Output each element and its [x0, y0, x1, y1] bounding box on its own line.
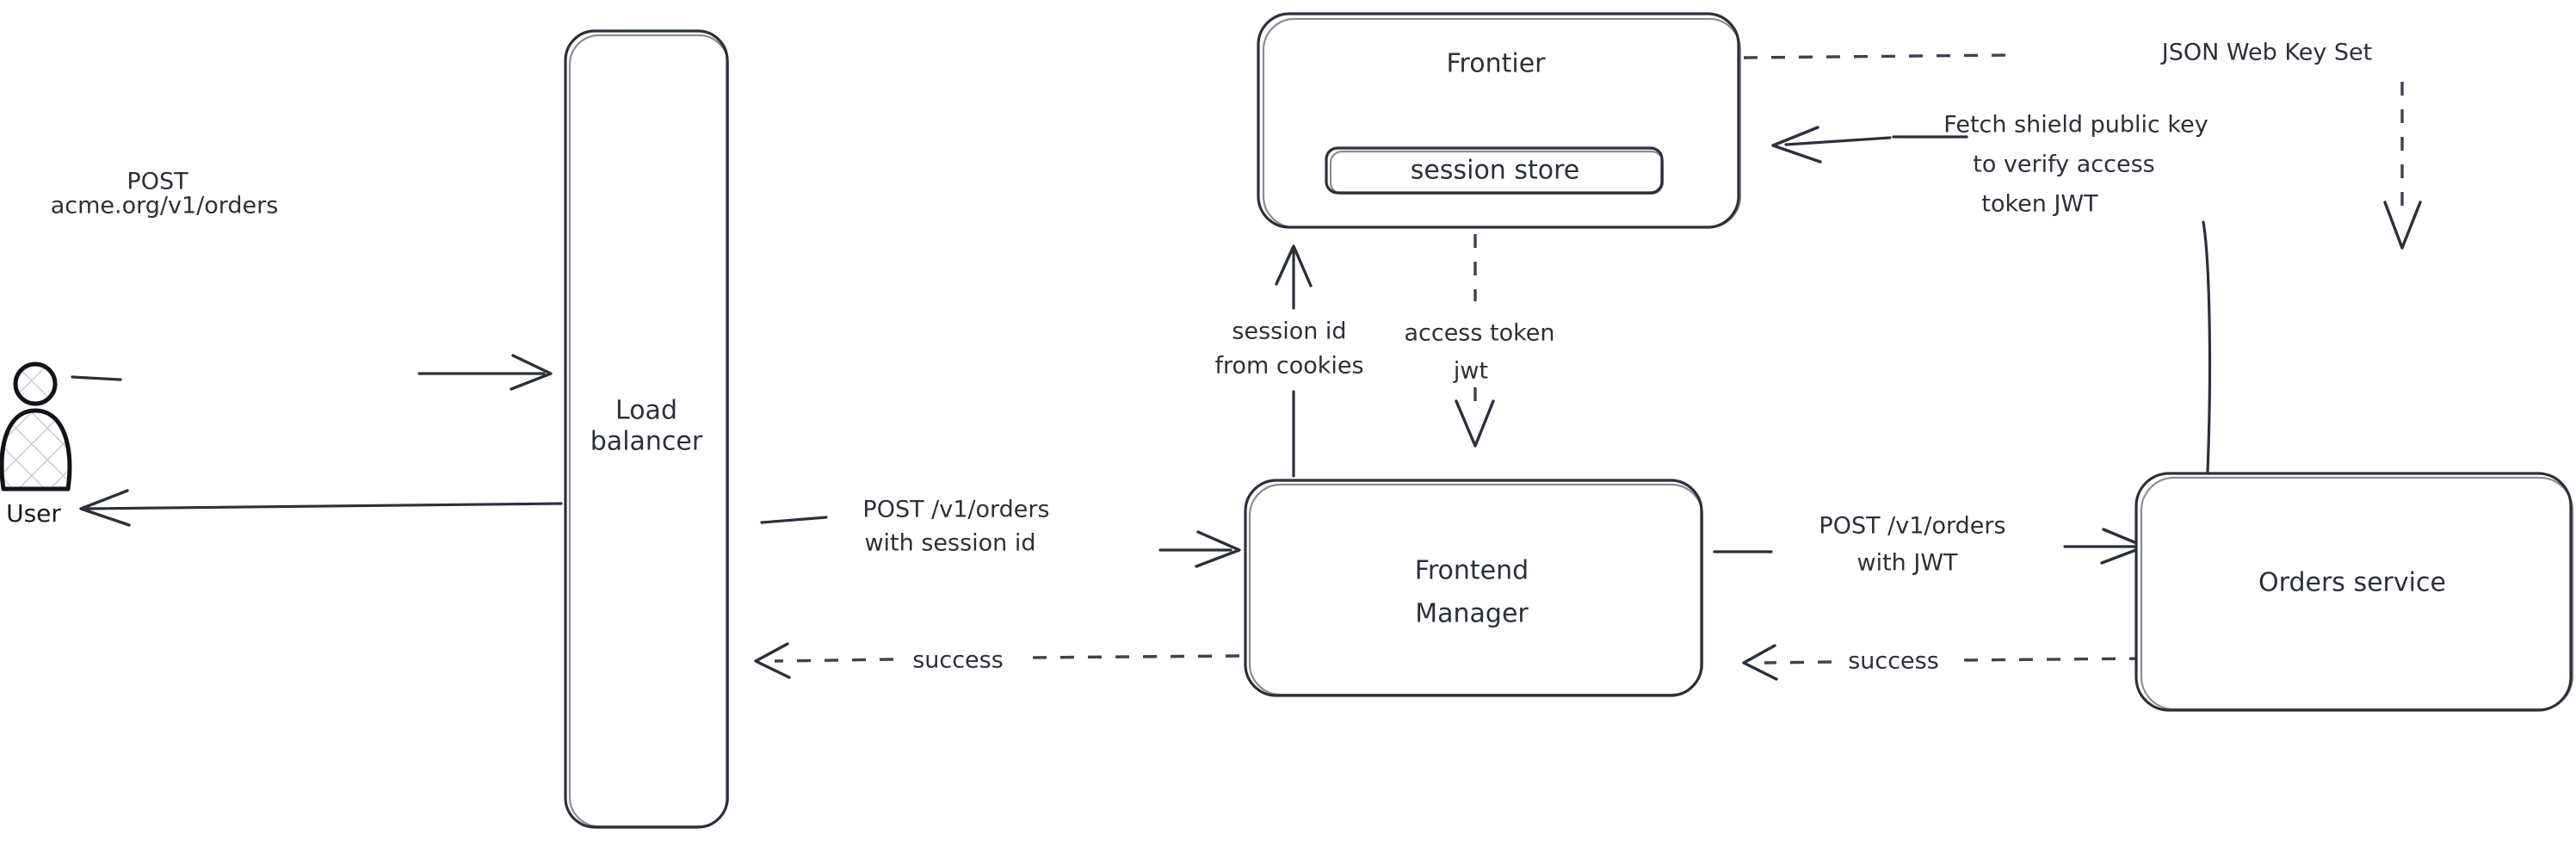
node-frontier-sketch-outline	[1262, 17, 1742, 229]
node-frontend-manager[interactable]: Frontend Manager	[1244, 479, 1704, 697]
edge-fm-to-frontier: session id from cookies	[1214, 244, 1364, 478]
edge-orders-to-frontier-label-line3: token JWT	[1981, 191, 2098, 218]
node-frontend-manager-label-line1: Frontend	[1415, 556, 1529, 586]
node-frontier-label: Frontier	[1446, 49, 1546, 79]
edge-orders-to-fm-success-arrowhead	[1742, 644, 1778, 681]
node-frontier-shape	[1257, 12, 1740, 229]
node-load-balancer-label-line1: Load	[615, 396, 677, 426]
edge-user-to-lb-line	[71, 375, 122, 381]
edge-orders-to-frontier-label-line2: to verify access	[1973, 151, 2154, 178]
node-frontend-manager-shape	[1244, 479, 1703, 697]
edge-orders-to-frontier: Fetch shield public key to verify access…	[1771, 112, 2212, 473]
edge-lb-to-fm: POST /v1/orders with session id	[760, 497, 1241, 568]
node-frontend-manager-label-line2: Manager	[1415, 599, 1529, 629]
edge-fm-to-orders-label-line2: with JWT	[1856, 550, 1958, 577]
node-session-store-label: session store	[1411, 156, 1579, 186]
edge-lb-to-fm-label-line2: with session id	[864, 530, 1035, 557]
edge-orders-to-frontier-curve	[2202, 220, 2212, 473]
node-load-balancer-sketch-outline	[568, 34, 730, 828]
edge-fm-to-lb-success-line-right	[1020, 654, 1240, 659]
edge-orders-to-frontier-label-line1: Fetch shield public key	[1943, 112, 2208, 139]
edge-frontier-to-fm-label-line1: access token	[1404, 320, 1554, 347]
edge-user-to-lb-label-line2: acme.org/v1/orders	[51, 193, 279, 219]
node-frontier[interactable]: Frontier session store	[1257, 12, 1742, 229]
edge-fm-to-frontier-label-line1: session id	[1232, 318, 1346, 345]
edge-fm-to-frontier-arrowhead	[1275, 244, 1313, 287]
person-icon-body	[0, 408, 72, 492]
edge-user-to-lb: POST acme.org/v1/orders	[51, 169, 553, 391]
node-orders-service-label: Orders service	[2258, 568, 2446, 598]
edge-orders-to-fm-success-label: success	[1848, 648, 1939, 675]
edge-orders-to-fm-success-line-left	[1764, 660, 1832, 665]
edge-orders-to-frontier-line-approach	[1784, 136, 1892, 146]
edge-orders-to-frontier-arrowhead	[1771, 126, 1822, 164]
edge-lb-to-user-arrowhead	[79, 489, 131, 527]
edge-fm-to-lb-success-arrowhead	[754, 642, 791, 679]
edge-lb-to-user-line	[84, 502, 563, 510]
node-load-balancer[interactable]: Load balancer	[564, 29, 730, 829]
edge-frontier-to-fm: access token jwt	[1404, 234, 1555, 448]
node-frontend-manager-sketch-outline	[1248, 483, 1704, 696]
edge-lb-to-user	[79, 489, 563, 527]
edge-fm-to-orders: POST /v1/orders with JWT	[1713, 513, 2147, 577]
edge-frontier-to-fm-arrowhead	[1455, 399, 1495, 448]
edge-orders-to-fm-success-line-right	[1956, 657, 2144, 662]
node-load-balancer-label-line2: balancer	[590, 427, 703, 457]
node-orders-service[interactable]: Orders service	[2134, 472, 2574, 712]
edge-fm-to-lb-success: success	[754, 642, 1240, 679]
edge-frontier-to-orders-jwks: JSON Web Key Set	[1743, 40, 2422, 250]
user-actor: User	[0, 362, 72, 528]
node-session-store-sketch-outline	[1329, 150, 1665, 195]
edge-fm-to-frontier-label-line2: from cookies	[1214, 353, 1363, 380]
edge-frontier-to-orders-jwks-label: JSON Web Key Set	[2160, 40, 2372, 66]
node-orders-service-sketch-outline	[2140, 476, 2574, 711]
edge-frontier-to-orders-jwks-line-horizontal	[1743, 53, 2010, 59]
edge-user-to-lb-label-line1: POST	[127, 169, 188, 195]
edge-lb-to-fm-arrowhead	[1195, 530, 1241, 568]
edge-orders-to-fm-success: success	[1742, 644, 2144, 681]
edge-fm-to-orders-label-line1: POST /v1/orders	[1819, 513, 2005, 540]
edge-fm-to-lb-success-line-left	[774, 658, 894, 663]
edge-lb-to-fm-line-left	[760, 516, 828, 524]
user-actor-label: User	[6, 499, 61, 528]
node-session-store[interactable]: session store	[1325, 146, 1665, 195]
edge-user-to-lb-arrowhead	[510, 354, 553, 391]
edge-frontier-to-orders-jwks-arrowhead	[2383, 201, 2422, 250]
edge-fm-to-lb-success-label: success	[912, 647, 1004, 674]
edge-frontier-to-fm-label-line2: jwt	[1453, 358, 1488, 385]
person-icon-head	[13, 362, 58, 406]
edge-lb-to-fm-label-line1: POST /v1/orders	[862, 497, 1049, 523]
